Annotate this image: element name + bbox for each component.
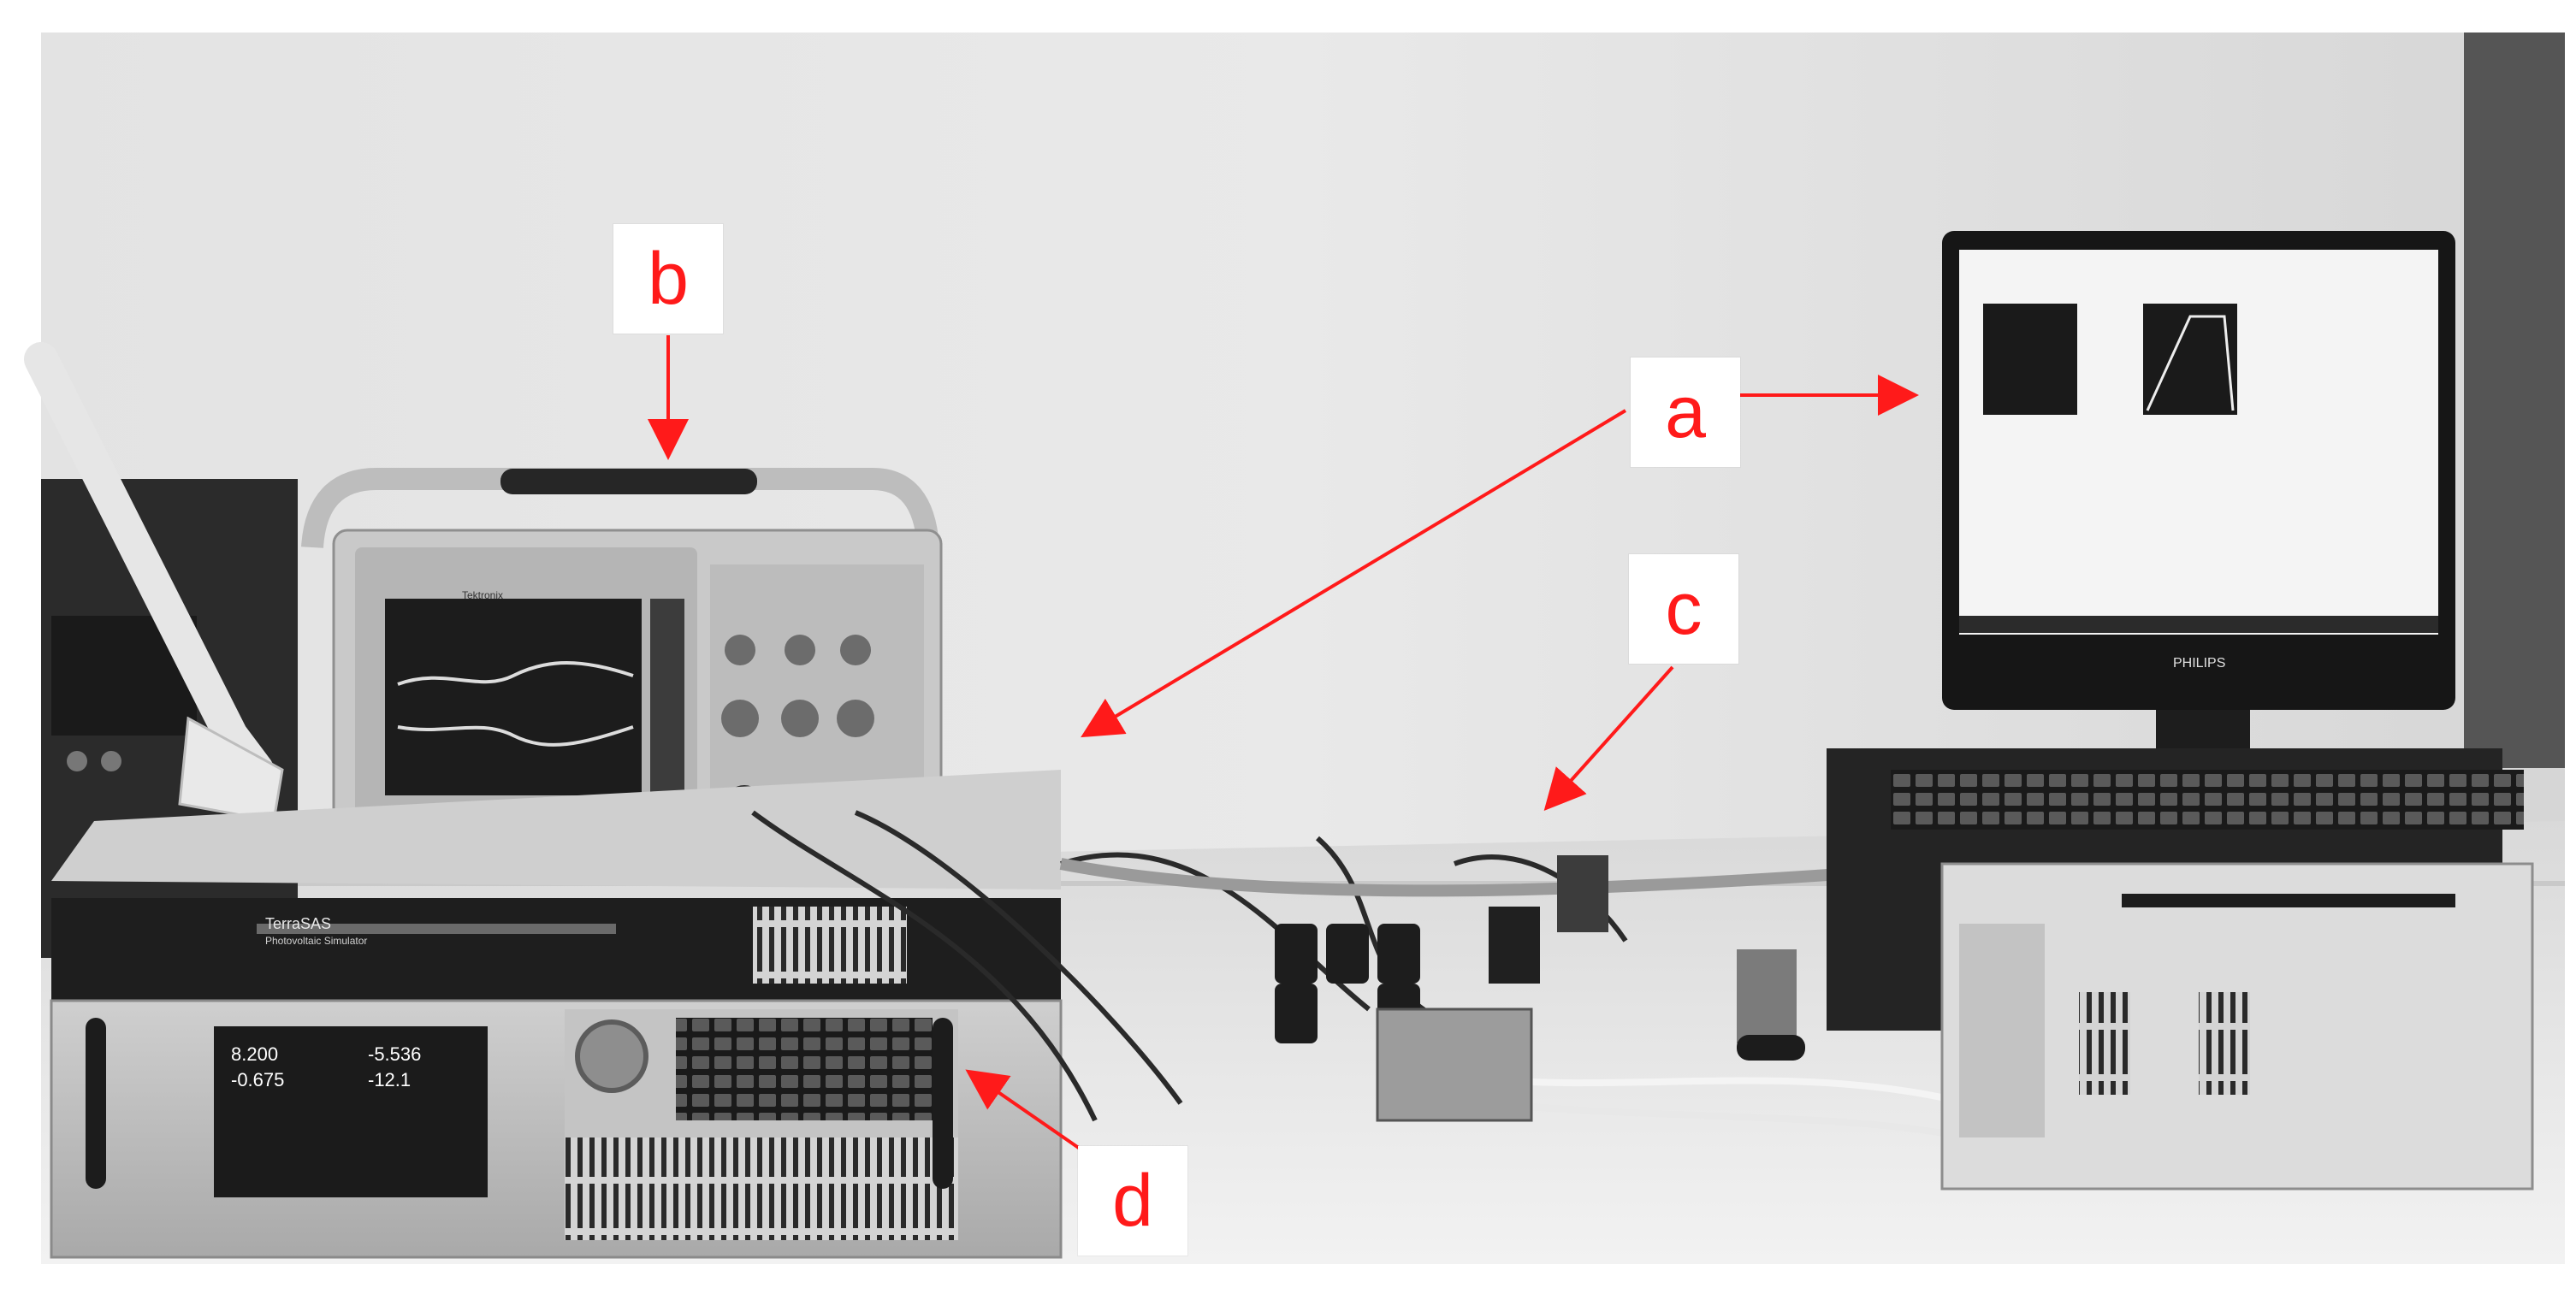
converter-circuit: [1275, 855, 1805, 1122]
callout-c: c: [1629, 554, 1738, 664]
callout-a: a: [1631, 358, 1740, 467]
load-current-2: -12.1: [368, 1069, 411, 1090]
callout-b: b: [613, 224, 723, 334]
oscilloscope-brand: Tektronix: [462, 589, 503, 601]
computer: [1827, 231, 2534, 1191]
callout-d-label: d: [1112, 1160, 1153, 1242]
load-display: 8.200 -0.675 -5.536 -12.1: [231, 1043, 421, 1090]
callout-c-label: c: [1665, 568, 1703, 650]
wall-pillar: [2464, 32, 2565, 768]
load-voltage-1: 8.200: [231, 1043, 278, 1065]
simulator-brand: TerraSAS: [265, 915, 331, 932]
simulator-subtitle: Photovoltaic Simulator: [265, 935, 367, 947]
load-voltage-2: -0.675: [231, 1069, 284, 1090]
monitor-brand: PHILIPS: [2173, 656, 2225, 671]
callout-b-label: b: [648, 238, 689, 320]
callout-a-label: a: [1665, 371, 1706, 453]
callout-d: d: [1078, 1146, 1187, 1256]
instrument-stack: [50, 770, 1063, 1259]
load-current-1: -5.536: [368, 1043, 421, 1065]
